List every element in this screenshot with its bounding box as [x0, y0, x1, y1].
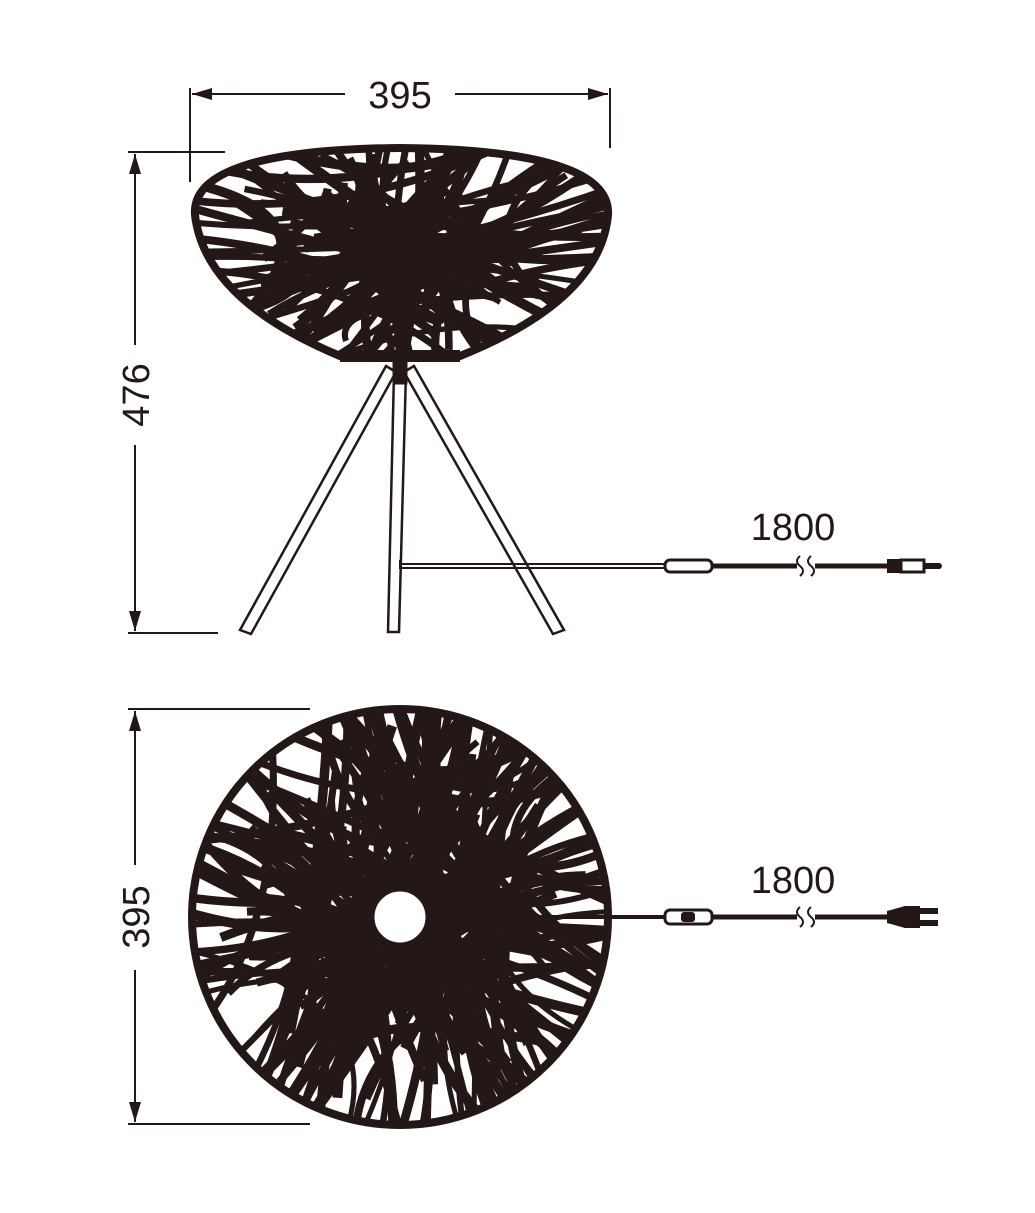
tripod-legs	[238, 361, 566, 636]
rattan-strand	[239, 185, 353, 312]
rattan-strand	[295, 844, 527, 922]
lamp-shade-top	[188, 705, 612, 1129]
cord-length-label: 1800	[751, 507, 836, 549]
rattan-strand	[354, 167, 438, 337]
cord-length-label: 1800	[751, 860, 836, 902]
rattan-strand	[351, 954, 608, 1125]
diameter-dimension: 395	[116, 708, 310, 1125]
rattan-strand	[194, 167, 609, 230]
diameter-label: 395	[116, 885, 158, 948]
center-hole	[369, 886, 431, 948]
rattan-strand	[289, 187, 449, 230]
rattan-strand	[194, 148, 609, 334]
rattan-strand	[363, 148, 405, 356]
power-cord-top: 1800	[428, 860, 938, 928]
rattan-strand	[431, 202, 607, 356]
width-dimension: 395	[189, 75, 611, 182]
top-view: 395 1800	[116, 705, 938, 1129]
power-cord-side: 1800	[399, 507, 942, 577]
height-dimension: 476	[116, 151, 225, 634]
rattan-strand	[342, 148, 523, 356]
rattan-strand	[192, 944, 411, 1125]
rattan-strand	[416, 739, 587, 967]
rattan-strand	[253, 709, 381, 1125]
rattan-strand	[210, 709, 526, 1082]
inline-switch	[663, 558, 714, 574]
rattan-strand	[389, 148, 425, 356]
rattan-strand	[303, 234, 457, 294]
plug	[887, 906, 920, 928]
rattan-strand	[273, 263, 497, 302]
height-label: 476	[116, 363, 158, 426]
rattan-strand	[319, 871, 586, 1094]
rattan-strand	[346, 154, 483, 352]
rattan-strand	[332, 724, 397, 1099]
rattan-strand	[235, 833, 320, 1069]
rattan-strand	[260, 187, 332, 262]
rattan-strand	[444, 158, 571, 356]
plug	[887, 559, 901, 573]
rattan-strand	[192, 815, 608, 995]
side-view: 395 476	[116, 75, 942, 636]
width-label: 395	[368, 75, 431, 117]
rattan-strand	[327, 958, 418, 1004]
